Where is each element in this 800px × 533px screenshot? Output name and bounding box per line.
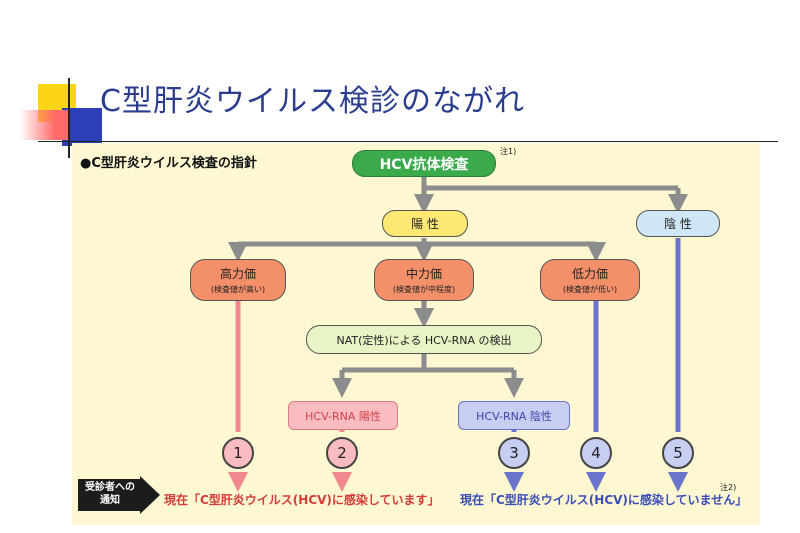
mid-titer-label: 中力価: [405, 267, 442, 281]
notice-label: 受診者への 通知: [80, 481, 140, 507]
notice-arrow-shape: [78, 476, 160, 514]
hcv-rna-negative-node: HCV-RNA 陰性: [458, 401, 570, 430]
nat-test-node: NAT(定性)による HCV-RNA の検出: [306, 325, 542, 354]
slide-title: C型肝炎ウイルス検診のながれ: [100, 84, 525, 119]
deco-vertical-line: [68, 78, 70, 158]
mid-titer-node: 中力価 (検査値が中程度): [374, 259, 474, 301]
mid-titer-sublabel: (検査値が中程度): [392, 285, 456, 294]
nat-test-label: NAT(定性)による HCV-RNA の検出: [336, 333, 512, 347]
outcome-circle-5: 5: [662, 437, 694, 469]
low-titer-label: 低力価: [571, 267, 608, 281]
low-titer-node: 低力価 (検査値が低い): [540, 259, 640, 301]
negative-node: 陰 性: [636, 210, 720, 237]
notice-label-line-2: 通知: [100, 495, 120, 506]
hcv-antibody-test-node: HCV抗体検査: [352, 150, 496, 177]
low-titer-sublabel: (検査値が低い): [562, 285, 618, 294]
hcv-rna-positive-label: HCV-RNA 陽性: [305, 409, 381, 423]
high-titer-label: 高力価: [219, 267, 256, 281]
note-1: 注1): [500, 147, 517, 156]
outcome-circle-2: 2: [326, 437, 358, 469]
high-titer-node: 高力価 (検査値が高い): [190, 259, 286, 301]
notice-label-line-1: 受診者への: [85, 482, 135, 493]
outcome-circle-3: 3: [498, 437, 530, 469]
outcome-circle-1: 1: [222, 437, 254, 469]
result-not-infected-text: 現在「C型肝炎ウイルス(HCV)に感染していません」: [460, 493, 748, 507]
positive-label: 陽 性: [411, 217, 439, 231]
result-infected-text: 現在「C型肝炎ウイルス(HCV)に感染しています」: [164, 493, 440, 507]
deco-horizontal-line: [38, 141, 778, 142]
hcv-rna-negative-label: HCV-RNA 陰性: [476, 409, 552, 423]
note-2: 注2): [720, 483, 737, 492]
deco-red-square: [20, 110, 70, 140]
hcv-rna-positive-node: HCV-RNA 陽性: [288, 401, 398, 430]
outcome-circle-4: 4: [580, 437, 612, 469]
hcv-antibody-test-label: HCV抗体検査: [379, 156, 469, 173]
high-titer-sublabel: (検査値が高い): [210, 285, 266, 294]
positive-node: 陽 性: [382, 210, 468, 237]
negative-label: 陰 性: [664, 217, 692, 231]
panel-heading: ●C型肝炎ウイルス検査の指針: [80, 156, 257, 171]
